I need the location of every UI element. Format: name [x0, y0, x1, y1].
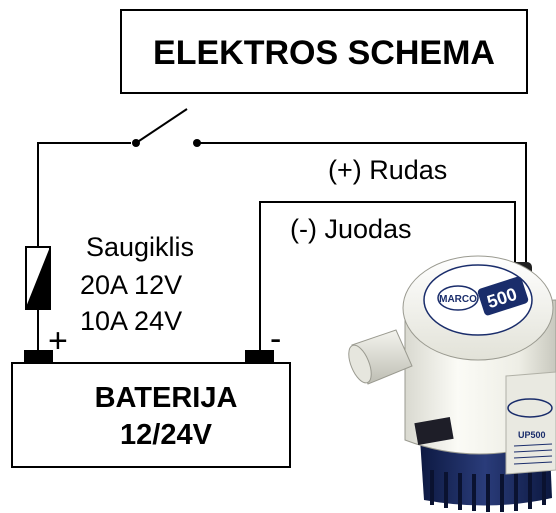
switch-contact-right	[193, 139, 201, 147]
battery-voltage: 12/24V	[120, 419, 213, 451]
bilge-pump: UP500 MARCO 500	[348, 255, 556, 512]
switch-lever	[135, 108, 188, 144]
wire-right-segment	[197, 142, 527, 268]
pump-label-band	[505, 371, 556, 475]
battery: + - BATERIJA 12/24V	[11, 320, 291, 468]
switch-symbol	[132, 108, 201, 147]
fuse-fill	[26, 247, 50, 309]
negative-wire-label: (-) Juodas	[290, 214, 412, 244]
negative-wire	[259, 201, 516, 352]
pump-model-badge-plate	[477, 276, 529, 316]
pump-spec-lines	[513, 443, 553, 465]
fuse-label: Saugiklis	[86, 232, 194, 262]
fuse-rating-24v: 10A 24V	[80, 306, 182, 336]
pump-release-clip	[414, 417, 454, 445]
battery-label: BATERIJA	[95, 382, 238, 414]
diagram-title: ELEKTROS SCHEMA	[153, 34, 495, 72]
title-box: ELEKTROS SCHEMA	[120, 9, 528, 94]
battery-positive-terminal	[24, 350, 53, 364]
pump-brand: MARCO	[439, 294, 477, 305]
battery-minus-sign: -	[270, 320, 281, 358]
pump-base-ribs	[430, 468, 546, 512]
battery-body	[11, 362, 291, 468]
fuse-rating-12v: 20A 12V	[80, 270, 182, 300]
fuse-symbol	[25, 246, 51, 310]
positive-wire-label: (+) Rudas	[328, 155, 447, 185]
battery-negative-terminal	[245, 350, 274, 364]
pump-side-logo	[507, 398, 553, 418]
pump-outlet-opening	[348, 344, 372, 384]
battery-plus-sign: +	[48, 322, 68, 360]
title-frame	[120, 9, 528, 94]
pump-model-code: UP500	[518, 430, 546, 440]
pump-brand-ellipse	[437, 285, 479, 311]
